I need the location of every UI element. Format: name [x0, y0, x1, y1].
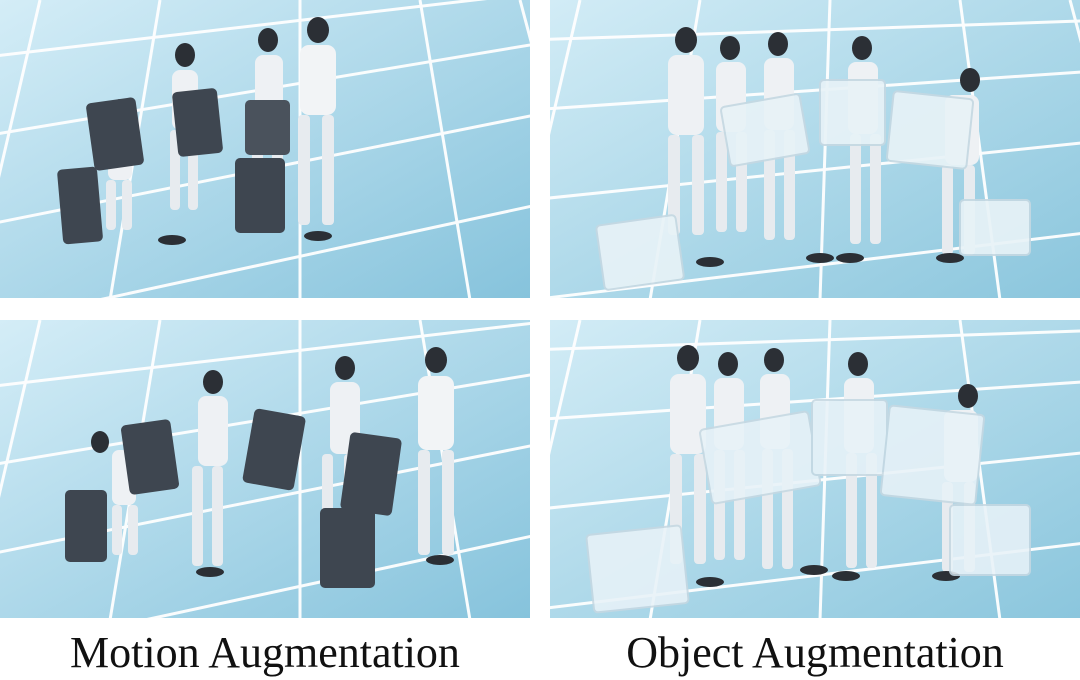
object-augmentation-panel-bottom: [550, 320, 1080, 618]
motion-scene-top: [0, 0, 530, 298]
container: [585, 399, 1031, 614]
humanoid-robot: [192, 370, 228, 577]
humanoid-robot: [418, 347, 454, 565]
motion-augmentation-caption: Motion Augmentation: [70, 628, 460, 677]
container: [595, 79, 1031, 291]
humanoid-robot: [668, 27, 724, 267]
object-augmentation-caption: Object Augmentation: [626, 628, 1004, 677]
object-scene-bottom: [550, 320, 1080, 618]
suitcase: [57, 88, 290, 245]
motion-augmentation-panel-bottom: [0, 320, 530, 618]
object-scene-top: [550, 0, 1080, 298]
object-augmentation-panel-top: [550, 0, 1080, 298]
humanoid-robot: [298, 17, 336, 241]
suitcase: [65, 408, 402, 588]
motion-scene-bottom: [0, 320, 530, 618]
motion-augmentation-panel-top: [0, 0, 530, 298]
